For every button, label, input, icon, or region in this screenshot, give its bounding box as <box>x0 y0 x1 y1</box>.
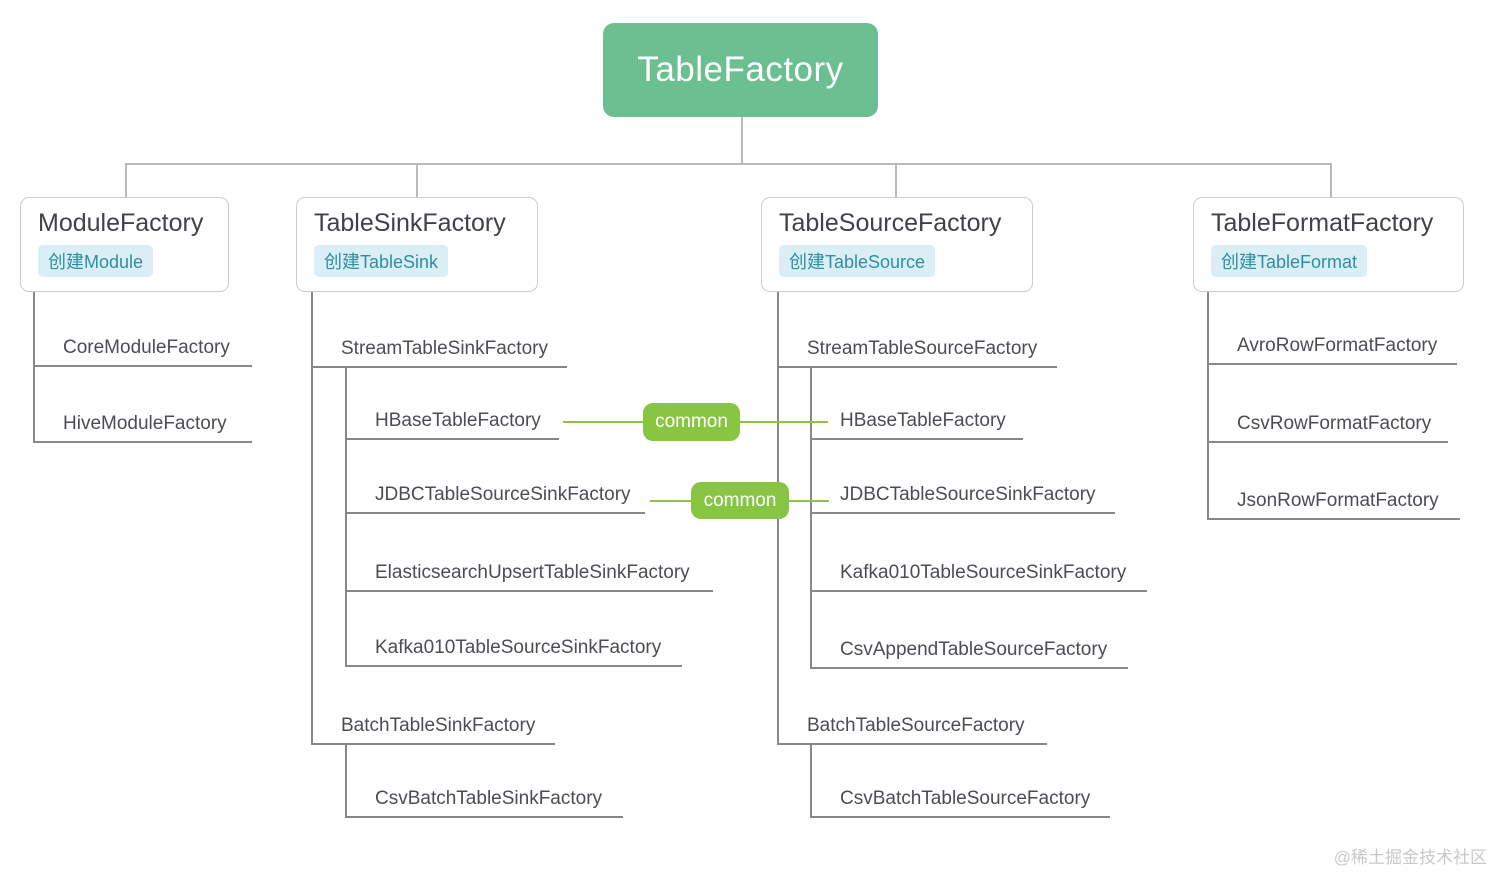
root-node-label: TableFactory <box>637 50 844 89</box>
node-label: CsvAppendTableSourceFactory <box>840 639 1108 660</box>
node-hbase-table-factory-source[interactable]: HBaseTableFactory <box>810 403 1023 440</box>
branch-title: ModuleFactory <box>38 209 204 237</box>
node-label: JDBCTableSourceSinkFactory <box>375 484 631 505</box>
connector-drop-modulefactory <box>125 163 127 197</box>
node-csv-append-table-source-factory[interactable]: CsvAppendTableSourceFactory <box>810 632 1128 669</box>
node-label: CsvBatchTableSourceFactory <box>840 788 1091 809</box>
branch-tag: 创建Module <box>38 245 154 277</box>
connector-drop-tablesinkfactory <box>416 163 418 197</box>
branch-node-modulefactory[interactable]: ModuleFactory 创建Module <box>20 197 229 292</box>
branch-node-tablesinkfactory[interactable]: TableSinkFactory 创建TableSink <box>296 197 538 292</box>
node-core-module-factory[interactable]: CoreModuleFactory <box>33 330 252 367</box>
node-csv-batch-table-sink-factory[interactable]: CsvBatchTableSinkFactory <box>345 781 623 818</box>
node-hbase-table-factory-sink[interactable]: HBaseTableFactory <box>345 403 559 440</box>
trunk-modulefactory <box>33 292 35 443</box>
trunk-tableformatfactory <box>1207 292 1209 520</box>
node-csv-batch-table-source-factory[interactable]: CsvBatchTableSourceFactory <box>810 781 1110 818</box>
connector-root-drop <box>741 117 743 163</box>
trunk-batchtablesource <box>810 745 812 818</box>
node-csv-row-format-factory[interactable]: CsvRowFormatFactory <box>1207 406 1448 443</box>
node-jdbc-table-source-sink-factory-source[interactable]: JDBCTableSourceSinkFactory <box>810 477 1115 514</box>
node-label: BatchTableSourceFactory <box>807 715 1025 736</box>
node-label: CsvRowFormatFactory <box>1237 413 1432 434</box>
branch-tag: 创建TableFormat <box>1211 245 1368 277</box>
trunk-tablesinkfactory <box>311 292 313 745</box>
node-jdbc-table-source-sink-factory-sink[interactable]: JDBCTableSourceSinkFactory <box>345 477 645 514</box>
node-label: Kafka010TableSourceSinkFactory <box>840 562 1127 583</box>
connector-drop-tablesourcefactory <box>895 163 897 197</box>
trunk-streamtablesource <box>810 368 812 669</box>
relation-line-common-jdbc-left <box>650 500 691 502</box>
node-avro-row-format-factory[interactable]: AvroRowFormatFactory <box>1207 328 1457 365</box>
node-label: HBaseTableFactory <box>840 410 1006 431</box>
branch-node-tablesourcefactory[interactable]: TableSourceFactory 创建TableSource <box>761 197 1033 292</box>
node-label: CsvBatchTableSinkFactory <box>375 788 603 809</box>
node-kafka010-table-source-sink-factory-source[interactable]: Kafka010TableSourceSinkFactory <box>810 555 1147 592</box>
node-hive-module-factory[interactable]: HiveModuleFactory <box>33 406 252 443</box>
relation-badge-common-hbase[interactable]: common <box>643 403 740 441</box>
node-label: CoreModuleFactory <box>63 337 230 358</box>
node-label: HiveModuleFactory <box>63 413 227 434</box>
connector-top-horizontal <box>125 163 1330 165</box>
node-kafka010-table-source-sink-factory-sink[interactable]: Kafka010TableSourceSinkFactory <box>345 630 682 667</box>
branch-title: TableSourceFactory <box>779 209 1002 237</box>
node-json-row-format-factory[interactable]: JsonRowFormatFactory <box>1207 483 1460 520</box>
node-label: Kafka010TableSourceSinkFactory <box>375 637 662 658</box>
branch-tag: 创建TableSource <box>779 245 936 277</box>
branch-node-tableformatfactory[interactable]: TableFormatFactory 创建TableFormat <box>1193 197 1464 292</box>
root-node-tablefactory[interactable]: TableFactory <box>603 23 878 117</box>
node-stream-table-source-factory[interactable]: StreamTableSourceFactory <box>777 331 1057 368</box>
node-stream-table-sink-factory[interactable]: StreamTableSinkFactory <box>311 331 567 368</box>
node-elasticsearch-upsert-table-sink-factory[interactable]: ElasticsearchUpsertTableSinkFactory <box>345 555 713 592</box>
connector-drop-tableformatfactory <box>1330 163 1332 197</box>
node-label: StreamTableSourceFactory <box>807 338 1038 359</box>
node-batch-table-source-factory[interactable]: BatchTableSourceFactory <box>777 708 1047 745</box>
node-label: BatchTableSinkFactory <box>341 715 536 736</box>
branch-title: TableFormatFactory <box>1211 209 1434 237</box>
relation-badge-label: common <box>655 411 728 432</box>
relation-line-common-jdbc-right <box>789 500 829 502</box>
node-label: ElasticsearchUpsertTableSinkFactory <box>375 562 690 583</box>
relation-line-common-hbase-right <box>740 421 828 423</box>
node-label: JDBCTableSourceSinkFactory <box>840 484 1096 505</box>
relation-badge-label: common <box>703 489 777 511</box>
branch-title: TableSinkFactory <box>314 209 506 237</box>
node-label: AvroRowFormatFactory <box>1237 335 1438 356</box>
trunk-batchtablesink <box>345 745 347 818</box>
node-label: StreamTableSinkFactory <box>341 338 548 359</box>
relation-line-common-hbase-left <box>563 421 643 423</box>
watermark: @稀土掘金技术社区 <box>1333 848 1487 867</box>
node-label: JsonRowFormatFactory <box>1237 490 1439 511</box>
branch-tag: 创建TableSink <box>314 245 449 277</box>
node-label: HBaseTableFactory <box>375 410 541 431</box>
trunk-streamtablesink <box>345 368 347 667</box>
relation-badge-common-jdbc[interactable]: common <box>691 482 789 519</box>
node-batch-table-sink-factory[interactable]: BatchTableSinkFactory <box>311 708 555 745</box>
